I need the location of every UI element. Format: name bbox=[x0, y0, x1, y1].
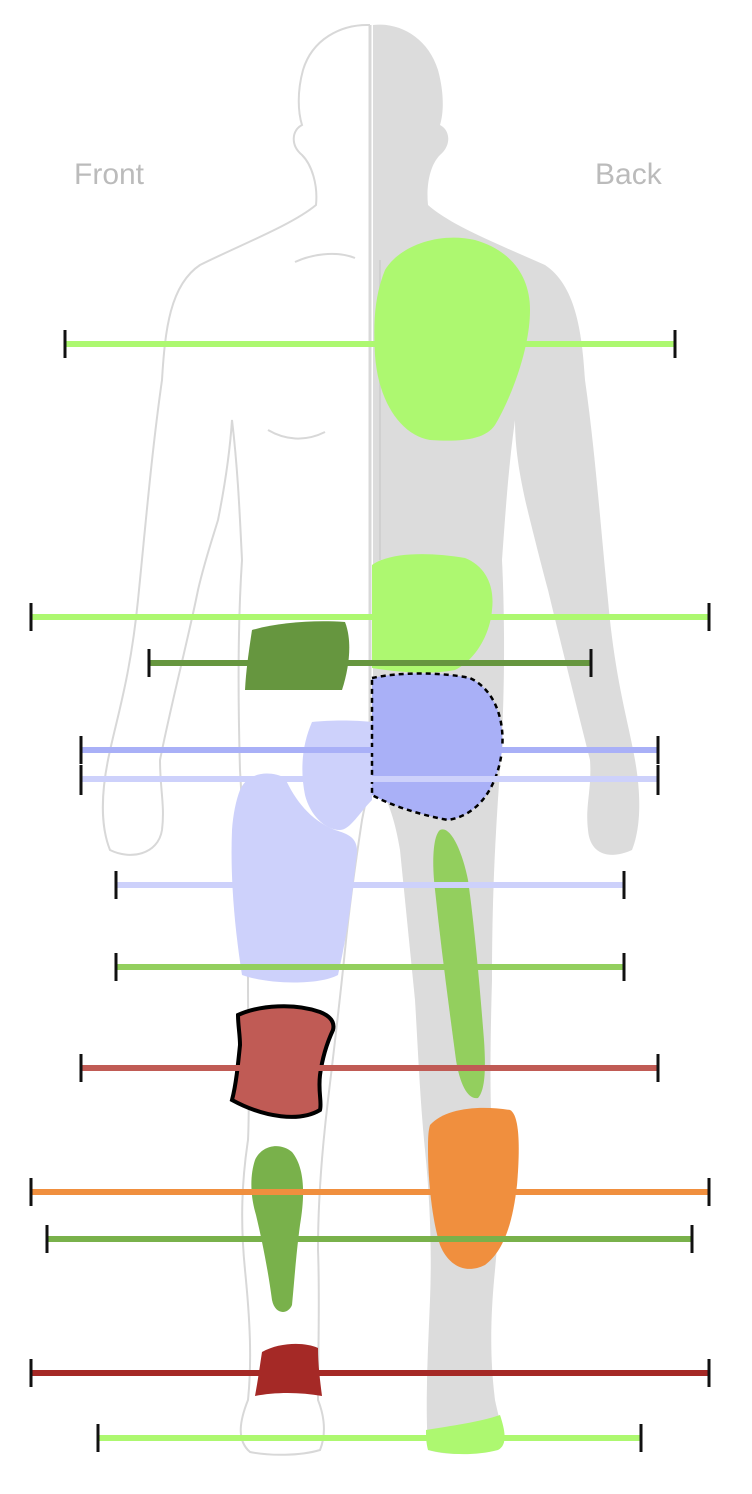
ankle-region bbox=[255, 1343, 322, 1396]
range-bars bbox=[29, 330, 711, 1452]
front-thigh-region bbox=[231, 773, 358, 983]
back-label: Back bbox=[595, 158, 662, 191]
back-thigh-range bbox=[114, 953, 626, 981]
ankle-range bbox=[29, 1359, 711, 1387]
lower-back-range bbox=[29, 603, 711, 631]
groin-region bbox=[302, 720, 372, 830]
collarbone-line bbox=[294, 252, 356, 263]
hip-front-range bbox=[147, 649, 593, 677]
back-thigh-region bbox=[433, 829, 485, 1099]
shin-range bbox=[45, 1225, 694, 1253]
hip-front-region bbox=[245, 621, 350, 690]
buttock-range bbox=[79, 736, 660, 764]
knee-region bbox=[229, 1004, 336, 1119]
front-silhouette bbox=[101, 23, 371, 1456]
upper-back-range bbox=[63, 330, 677, 358]
heel-range bbox=[96, 1424, 643, 1452]
knee-range bbox=[79, 1054, 660, 1082]
front-label: Front bbox=[74, 158, 145, 191]
heel-region bbox=[426, 1415, 505, 1455]
front-thigh-range bbox=[114, 871, 626, 899]
lower-back-region bbox=[372, 554, 493, 673]
chest-line bbox=[267, 429, 326, 440]
buttock-region bbox=[370, 672, 504, 822]
upper-back-region bbox=[374, 237, 530, 441]
calf-region bbox=[428, 1107, 519, 1269]
calf-range bbox=[29, 1178, 711, 1206]
shin-region bbox=[251, 1146, 304, 1312]
groin-range bbox=[79, 765, 660, 795]
